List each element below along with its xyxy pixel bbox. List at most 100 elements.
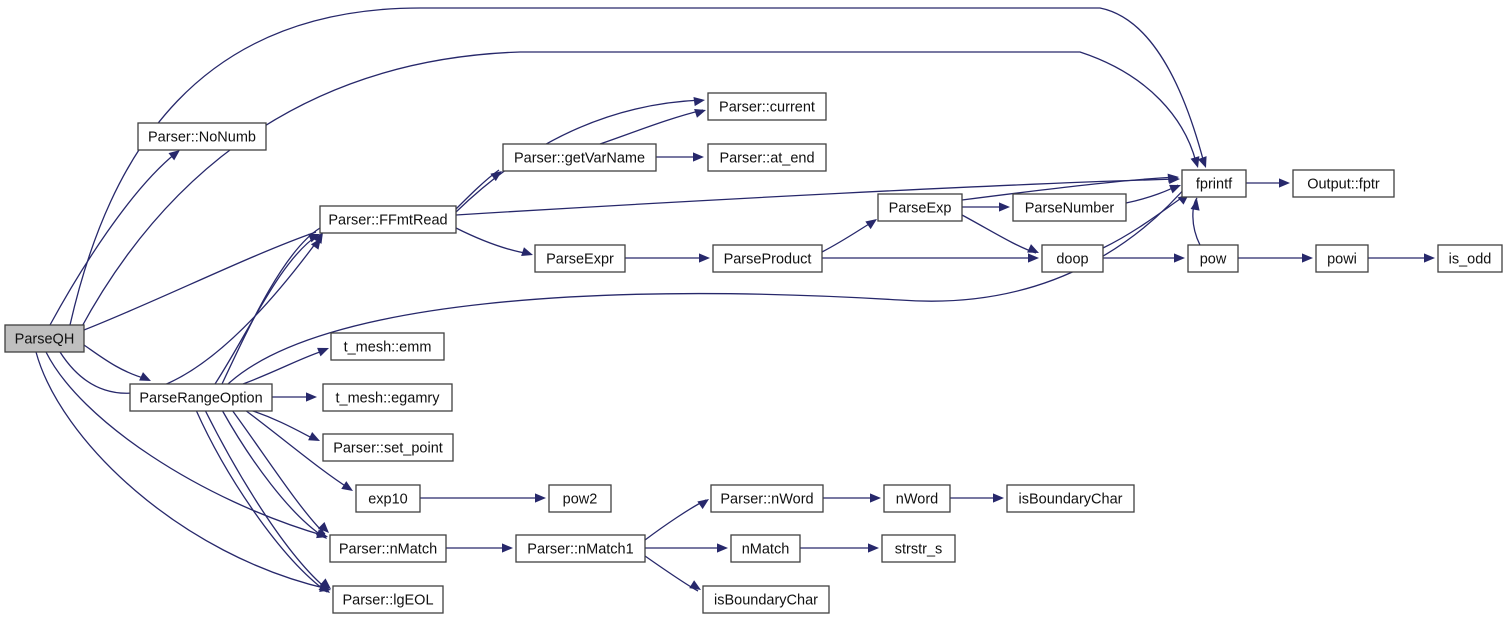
node-label: ParseExp — [889, 200, 952, 216]
graph-node-doop[interactable]: doop — [1041, 244, 1104, 273]
node-box — [1315, 244, 1369, 273]
node-box — [355, 484, 421, 513]
graph-node-ParseProduct[interactable]: ParseProduct — [712, 244, 823, 273]
graph-node-NoNumb[interactable]: Parser::NoNumb — [137, 122, 267, 151]
graph-node-egamry[interactable]: t_mesh::egamry — [322, 383, 453, 412]
node-box — [332, 585, 444, 614]
call-edge — [59, 239, 319, 394]
node-label: ParseExpr — [546, 251, 614, 267]
graph-node-isBoundaryCharBot[interactable]: isBoundaryChar — [702, 585, 830, 614]
arrowhead-icon — [317, 347, 329, 357]
arrowhead-icon — [308, 432, 320, 441]
call-edge — [83, 231, 317, 331]
node-label: Parser::nMatch1 — [527, 541, 633, 557]
graph-node-FFmtRead[interactable]: Parser::FFmtRead — [319, 205, 457, 234]
arrowhead-icon — [1169, 184, 1181, 194]
graph-node-exp10[interactable]: exp10 — [355, 484, 421, 513]
graph-node-powi[interactable]: powi — [1315, 244, 1369, 273]
graph-node-at_end[interactable]: Parser::at_end — [707, 143, 827, 172]
graph-node-is_odd[interactable]: is_odd — [1437, 244, 1503, 273]
arrowhead-icon — [317, 521, 329, 533]
call-edge — [79, 51, 1197, 331]
graph-node-isBoundaryCharTop[interactable]: isBoundaryChar — [1006, 484, 1135, 513]
arrowhead-layer — [139, 96, 1435, 593]
node-label: isBoundaryChar — [1019, 491, 1123, 507]
call-edge — [1192, 197, 1201, 246]
arrowhead-icon — [868, 543, 879, 553]
node-box — [1012, 193, 1127, 222]
node-label: Parser::lgEOL — [342, 592, 433, 608]
graph-node-nMatch[interactable]: nMatch — [730, 534, 801, 563]
node-box — [730, 534, 801, 563]
call-edge — [49, 152, 177, 326]
node-box — [329, 534, 447, 563]
call-edge — [644, 555, 699, 592]
node-label: Parser::NoNumb — [148, 129, 256, 145]
graph-node-ParseQH[interactable]: ParseQH — [4, 324, 85, 353]
node-label: t_mesh::emm — [344, 339, 432, 355]
arrowhead-icon — [865, 219, 877, 230]
graph-node-strstr_s[interactable]: strstr_s — [881, 534, 956, 563]
arrowhead-icon — [699, 253, 710, 263]
node-label: Parser::nMatch — [339, 541, 437, 557]
node-box — [502, 143, 657, 172]
graph-node-lgEOL[interactable]: Parser::lgEOL — [332, 585, 444, 614]
arrowhead-icon — [313, 232, 323, 244]
arrowhead-icon — [693, 96, 705, 107]
node-label: nWord — [896, 491, 938, 507]
node-label: strstr_s — [895, 541, 943, 557]
graph-node-ParseExp[interactable]: ParseExp — [877, 193, 963, 222]
call-edge — [69, 7, 1205, 326]
arrowhead-icon — [689, 580, 701, 590]
graph-node-nMatch1[interactable]: Parser::nMatch1 — [515, 534, 646, 563]
node-box — [322, 383, 453, 412]
arrowhead-icon — [502, 543, 513, 553]
graph-node-pow2[interactable]: pow2 — [548, 484, 612, 513]
graph-node-current[interactable]: Parser::current — [707, 92, 827, 121]
graph-node-ParseNumber[interactable]: ParseNumber — [1012, 193, 1127, 222]
call-edge — [821, 220, 875, 253]
node-box — [1006, 484, 1135, 513]
graph-node-emm[interactable]: t_mesh::emm — [330, 332, 445, 361]
call-edge — [83, 344, 148, 380]
node-label: exp10 — [368, 491, 408, 507]
graph-node-fprintf[interactable]: fprintf — [1181, 169, 1247, 198]
graph-node-ParseRangeOption[interactable]: ParseRangeOption — [129, 383, 273, 412]
call-edge — [961, 176, 1177, 201]
graph-node-nMatchP[interactable]: Parser::nMatch — [329, 534, 447, 563]
node-label: Output::fptr — [1307, 176, 1380, 192]
graph-node-fptr[interactable]: Output::fptr — [1292, 169, 1395, 198]
arrowhead-icon — [341, 481, 353, 491]
node-label: Parser::getVarName — [514, 150, 645, 166]
node-box — [707, 143, 827, 172]
arrowhead-icon — [1197, 156, 1207, 168]
arrowhead-icon — [318, 582, 330, 593]
arrowhead-icon — [693, 152, 704, 162]
node-box — [1437, 244, 1503, 273]
node-label: nMatch — [742, 541, 790, 557]
arrowhead-icon — [1190, 199, 1200, 211]
node-box — [515, 534, 646, 563]
arrowhead-icon — [1174, 253, 1185, 263]
graph-node-ParseExpr[interactable]: ParseExpr — [534, 244, 626, 273]
arrowhead-icon — [1424, 253, 1435, 263]
call-edge — [45, 351, 326, 537]
arrowhead-icon — [870, 493, 881, 503]
arrowhead-icon — [999, 202, 1010, 212]
graph-node-nWord[interactable]: nWord — [883, 484, 951, 513]
arrowhead-icon — [717, 543, 728, 553]
arrowhead-icon — [1027, 244, 1039, 253]
call-edge — [221, 227, 321, 385]
graph-node-pow[interactable]: pow — [1187, 244, 1239, 273]
graph-node-getVarName[interactable]: Parser::getVarName — [502, 143, 657, 172]
graph-node-set_point[interactable]: Parser::set_point — [322, 433, 454, 462]
node-label: Parser::at_end — [719, 150, 814, 166]
call-edge — [599, 109, 704, 145]
call-edge — [244, 409, 351, 490]
call-edge — [35, 351, 329, 590]
arrowhead-icon — [1279, 178, 1290, 188]
node-label: is_odd — [1449, 251, 1492, 267]
graph-node-nWordP[interactable]: Parser::nWord — [710, 484, 824, 513]
arrowhead-icon — [1028, 253, 1039, 263]
